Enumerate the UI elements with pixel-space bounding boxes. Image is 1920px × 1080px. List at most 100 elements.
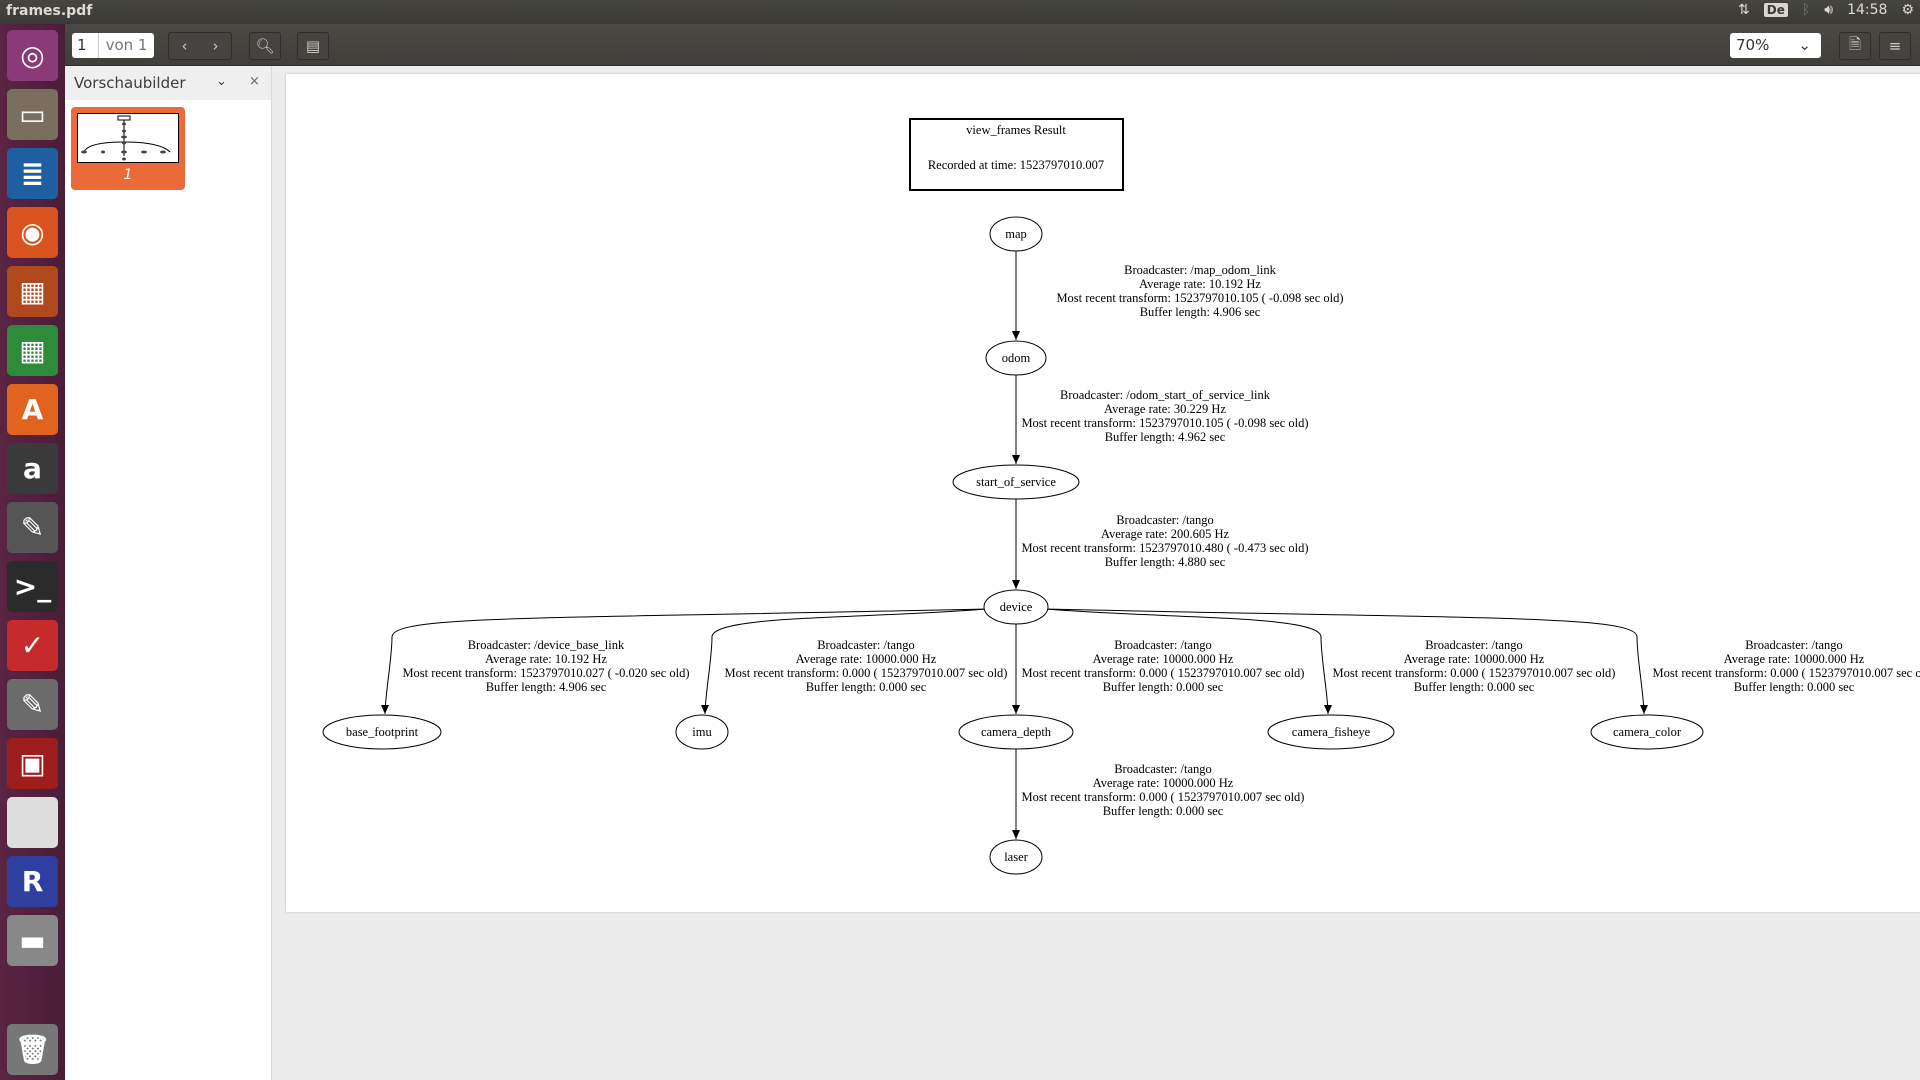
document-view[interactable]: view_frames Result Recorded at time: 152… <box>272 66 1920 1080</box>
clock[interactable]: 14:58 <box>1847 2 1888 18</box>
edge-label-line: Buffer length: 0.000 sec <box>1103 804 1224 818</box>
edge-device-camera_fisheye <box>1044 608 1332 715</box>
node-ellipse <box>985 340 1047 376</box>
blank-document-icon[interactable] <box>7 797 58 848</box>
edge-label-line: Average rate: 10000.000 Hz <box>1093 776 1234 790</box>
node-label: camera_fisheye <box>1292 725 1371 739</box>
trash-icon[interactable]: 🗑︎ <box>7 1024 58 1075</box>
edge-label-line: Average rate: 30.229 Hz <box>1104 402 1226 416</box>
pdf-viewer-icon[interactable]: ✓ <box>7 620 58 671</box>
system-tray: ⇅ De ᛒ 🔊︎ 14:58 ⚙ <box>1738 2 1914 18</box>
edge-label-line: Most recent transform: 1523797010.480 ( … <box>1021 541 1308 555</box>
edge-label-line: Average rate: 10000.000 Hz <box>1404 652 1545 666</box>
node-camera_color: camera_color <box>1590 714 1704 750</box>
edge-label-line: Broadcaster: /tango <box>817 638 915 652</box>
edge-label-line: Most recent transform: 0.000 ( 152379701… <box>1333 666 1616 680</box>
toolbar: 1 von 1 ‹ › 🔍︎ ▤ 70% ⌄ 🗎 ≡ <box>65 24 1920 66</box>
edge-label-line: Broadcaster: /tango <box>1114 638 1212 652</box>
edge-label-line: Broadcaster: /tango <box>1745 638 1843 652</box>
next-page-icon: › <box>212 37 219 55</box>
page-view-button[interactable]: 🗎 <box>1839 32 1871 60</box>
node-ellipse <box>958 714 1074 750</box>
terminal-multiplexer-icon[interactable]: ▣ <box>7 738 58 789</box>
node-ellipse <box>322 714 442 750</box>
edge-label-line: Broadcaster: /odom_start_of_service_link <box>1060 388 1271 402</box>
menu-icon: ≡ <box>1888 37 1902 55</box>
edge-device-camera_color <box>1044 608 1648 715</box>
node-map: map <box>989 216 1043 252</box>
edge-label-line: Broadcaster: /tango <box>1114 762 1212 776</box>
search-button[interactable]: 🔍︎ <box>249 32 281 60</box>
prev-page-button[interactable]: ‹ <box>168 32 200 60</box>
node-label: device <box>1000 600 1033 614</box>
node-imu: imu <box>675 714 729 750</box>
edge-label-line: Average rate: 10000.000 Hz <box>796 652 937 666</box>
annotations-button[interactable]: ▤ <box>297 32 329 60</box>
node-label: start_of_service <box>976 475 1056 489</box>
next-page-button[interactable]: › <box>200 32 232 60</box>
page-view-icon: 🗎 <box>1848 34 1862 53</box>
amazon-icon[interactable]: a <box>7 443 58 494</box>
edge-label-line: Broadcaster: /tango <box>1425 638 1523 652</box>
zoom-value: 70% <box>1736 36 1770 54</box>
pdf-page: view_frames Result Recorded at time: 152… <box>286 74 1920 912</box>
edge-label-line: Buffer length: 0.000 sec <box>1734 680 1855 694</box>
bluetooth-icon[interactable]: ᛒ <box>1801 2 1811 18</box>
text-editor-icon[interactable]: ✎ <box>7 679 58 730</box>
edge-label-line: Buffer length: 4.962 sec <box>1105 430 1226 444</box>
edge-label-line: Broadcaster: /device_base_link <box>468 638 625 652</box>
rstudio-icon[interactable]: R <box>7 856 58 907</box>
firefox-icon[interactable]: ◉ <box>7 207 58 258</box>
software-center-icon[interactable]: A <box>7 384 58 435</box>
edge-label-line: Average rate: 200.605 Hz <box>1101 527 1230 541</box>
power-gear-icon[interactable]: ⚙ <box>1901 2 1914 18</box>
disk-icon[interactable]: ▬ <box>7 915 58 966</box>
network-arrows-icon[interactable]: ⇅ <box>1738 2 1750 18</box>
system-settings-icon[interactable]: ✎ <box>7 502 58 553</box>
node-label: base_footprint <box>346 725 419 739</box>
volume-icon[interactable]: 🔊︎ <box>1824 2 1834 18</box>
ubuntu-dash-icon[interactable]: ◎ <box>7 30 58 81</box>
page-thumbnail[interactable]: 1 <box>71 107 185 190</box>
edge-device-imu <box>701 608 988 715</box>
node-label: map <box>1005 227 1027 241</box>
close-icon[interactable]: × <box>249 74 260 89</box>
edge-label-line: Average rate: 10000.000 Hz <box>1724 652 1865 666</box>
files-icon[interactable]: ▭ <box>7 89 58 140</box>
sidebar: Vorschaubilder ⌄ × 1 <box>65 66 272 1080</box>
recorded-time: Recorded at time: 1523797010.007 <box>928 158 1104 172</box>
node-base_footprint: base_footprint <box>322 714 442 750</box>
node-ellipse <box>952 464 1080 500</box>
node-ellipse <box>989 839 1043 875</box>
node-ellipse <box>675 714 729 750</box>
zoom-select[interactable]: 70% ⌄ <box>1730 33 1821 58</box>
page-number-field[interactable]: 1 von 1 <box>72 33 154 58</box>
sidebar-title[interactable]: Vorschaubilder <box>74 74 186 92</box>
edge-label-line: Buffer length: 0.000 sec <box>1103 680 1224 694</box>
menu-button[interactable]: ≡ <box>1879 32 1911 60</box>
edge-label-line: Broadcaster: /map_odom_link <box>1124 263 1276 277</box>
calc-icon[interactable]: ▦ <box>7 325 58 376</box>
edge-label-line: Most recent transform: 0.000 ( 152379701… <box>1022 666 1305 680</box>
edge-label-line: Broadcaster: /tango <box>1116 513 1214 527</box>
chevron-down-icon: ⌄ <box>1798 36 1811 54</box>
page-current-input[interactable]: 1 <box>72 33 99 58</box>
chevron-down-icon[interactable]: ⌄ <box>216 74 227 89</box>
writer-icon[interactable]: ≣ <box>7 148 58 199</box>
edge-label-line: Buffer length: 4.880 sec <box>1105 555 1226 569</box>
edge-label-line: Most recent transform: 0.000 ( 152379701… <box>1022 790 1305 804</box>
edge-label-line: Most recent transform: 1523797010.105 ( … <box>1021 416 1308 430</box>
prev-page-icon: ‹ <box>181 37 188 55</box>
node-camera_fisheye: camera_fisheye <box>1267 714 1395 750</box>
node-label: odom <box>1002 351 1031 365</box>
terminal-icon[interactable]: >_ <box>7 561 58 612</box>
node-label: imu <box>692 725 712 739</box>
impress-icon[interactable]: ▦ <box>7 266 58 317</box>
keyboard-layout-indicator[interactable]: De <box>1763 3 1788 17</box>
node-label: camera_depth <box>981 725 1052 739</box>
thumbnail-label: 1 <box>123 167 133 183</box>
window-title: frames.pdf <box>6 3 93 19</box>
edge-device-base_footprint <box>381 608 988 715</box>
node-ellipse <box>989 216 1043 252</box>
edge-label-line: Buffer length: 4.906 sec <box>1140 305 1261 319</box>
